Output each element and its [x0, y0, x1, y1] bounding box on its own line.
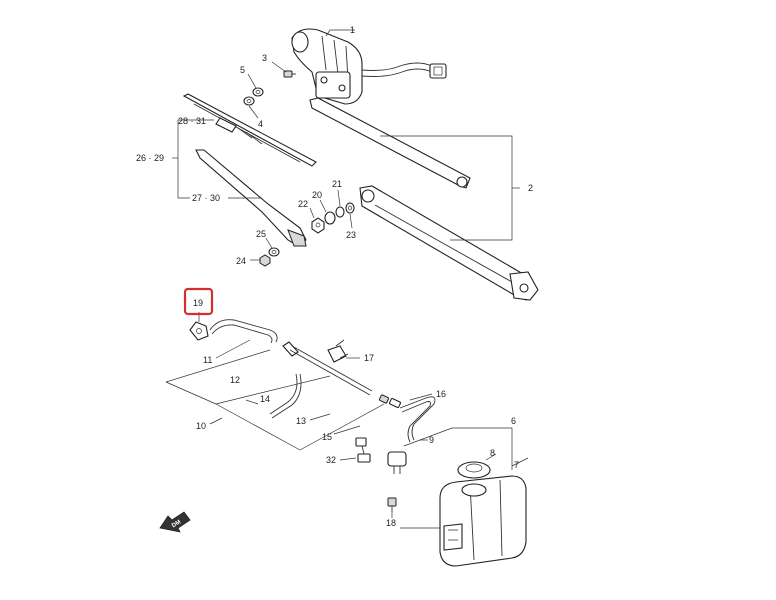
- label-8: 8: [490, 448, 495, 458]
- label-9: 9: [429, 435, 434, 445]
- wiper-motor: [291, 28, 447, 105]
- label-27-30: 27 · 30: [192, 193, 220, 203]
- label-10: 10: [196, 421, 206, 431]
- label-25: 25: [256, 229, 266, 239]
- label-32: 32: [326, 455, 336, 465]
- label-23: 23: [346, 230, 356, 240]
- part-labels: 1 3 5 4 2 28 · 31 26 · 29 27 · 30 20 21 …: [136, 25, 533, 528]
- clip-32: [355, 437, 371, 463]
- joint-15: [378, 394, 402, 409]
- connector-17: [327, 339, 349, 363]
- front-arrow-label: DM: [171, 519, 182, 529]
- hose-11: [209, 319, 278, 344]
- label-22: 22: [298, 199, 308, 209]
- washer-23: [345, 202, 355, 214]
- label-20: 20: [312, 190, 322, 200]
- label-24: 24: [236, 256, 246, 266]
- pump-9: [387, 451, 407, 474]
- front-arrow-icon: DM: [159, 511, 191, 533]
- label-6: 6: [511, 416, 516, 426]
- washer-tank: [439, 475, 527, 567]
- label-21: 21: [332, 179, 342, 189]
- label-28-31: 28 · 31: [178, 116, 206, 126]
- highlight-box-19: [183, 287, 214, 316]
- label-4: 4: [258, 119, 263, 129]
- label-5: 5: [240, 65, 245, 75]
- label-17: 17: [364, 353, 374, 363]
- label-13: 13: [296, 416, 306, 426]
- hose-16: [399, 396, 436, 443]
- cap-20: [324, 211, 336, 225]
- label-14: 14: [260, 394, 270, 404]
- leader-lines: [165, 29, 529, 529]
- label-18: 18: [386, 518, 396, 528]
- label-3: 3: [262, 53, 267, 63]
- label-2: 2: [528, 183, 533, 193]
- nut-24: [259, 254, 271, 267]
- label-12: 12: [230, 375, 240, 385]
- cap-6: [457, 461, 491, 479]
- washer-5: [252, 87, 264, 97]
- bolt-18: [387, 497, 397, 512]
- label-15: 15: [322, 432, 332, 442]
- nut-22: [311, 217, 325, 234]
- label-16: 16: [436, 389, 446, 399]
- nozzle-19: [189, 321, 209, 341]
- screw-3: [283, 70, 296, 78]
- label-7: 7: [514, 460, 519, 470]
- label-26-29: 26 · 29: [136, 153, 164, 163]
- hose-14: [269, 373, 302, 419]
- wiper-linkage: [309, 97, 539, 301]
- washer-4: [243, 96, 255, 106]
- label-11: 11: [203, 355, 212, 365]
- label-1: 1: [350, 25, 355, 35]
- label-19: 19: [193, 298, 203, 308]
- wiper-blade: [182, 93, 317, 167]
- washer-21: [335, 206, 345, 218]
- washer-25: [268, 247, 280, 257]
- joint-12: [282, 341, 373, 396]
